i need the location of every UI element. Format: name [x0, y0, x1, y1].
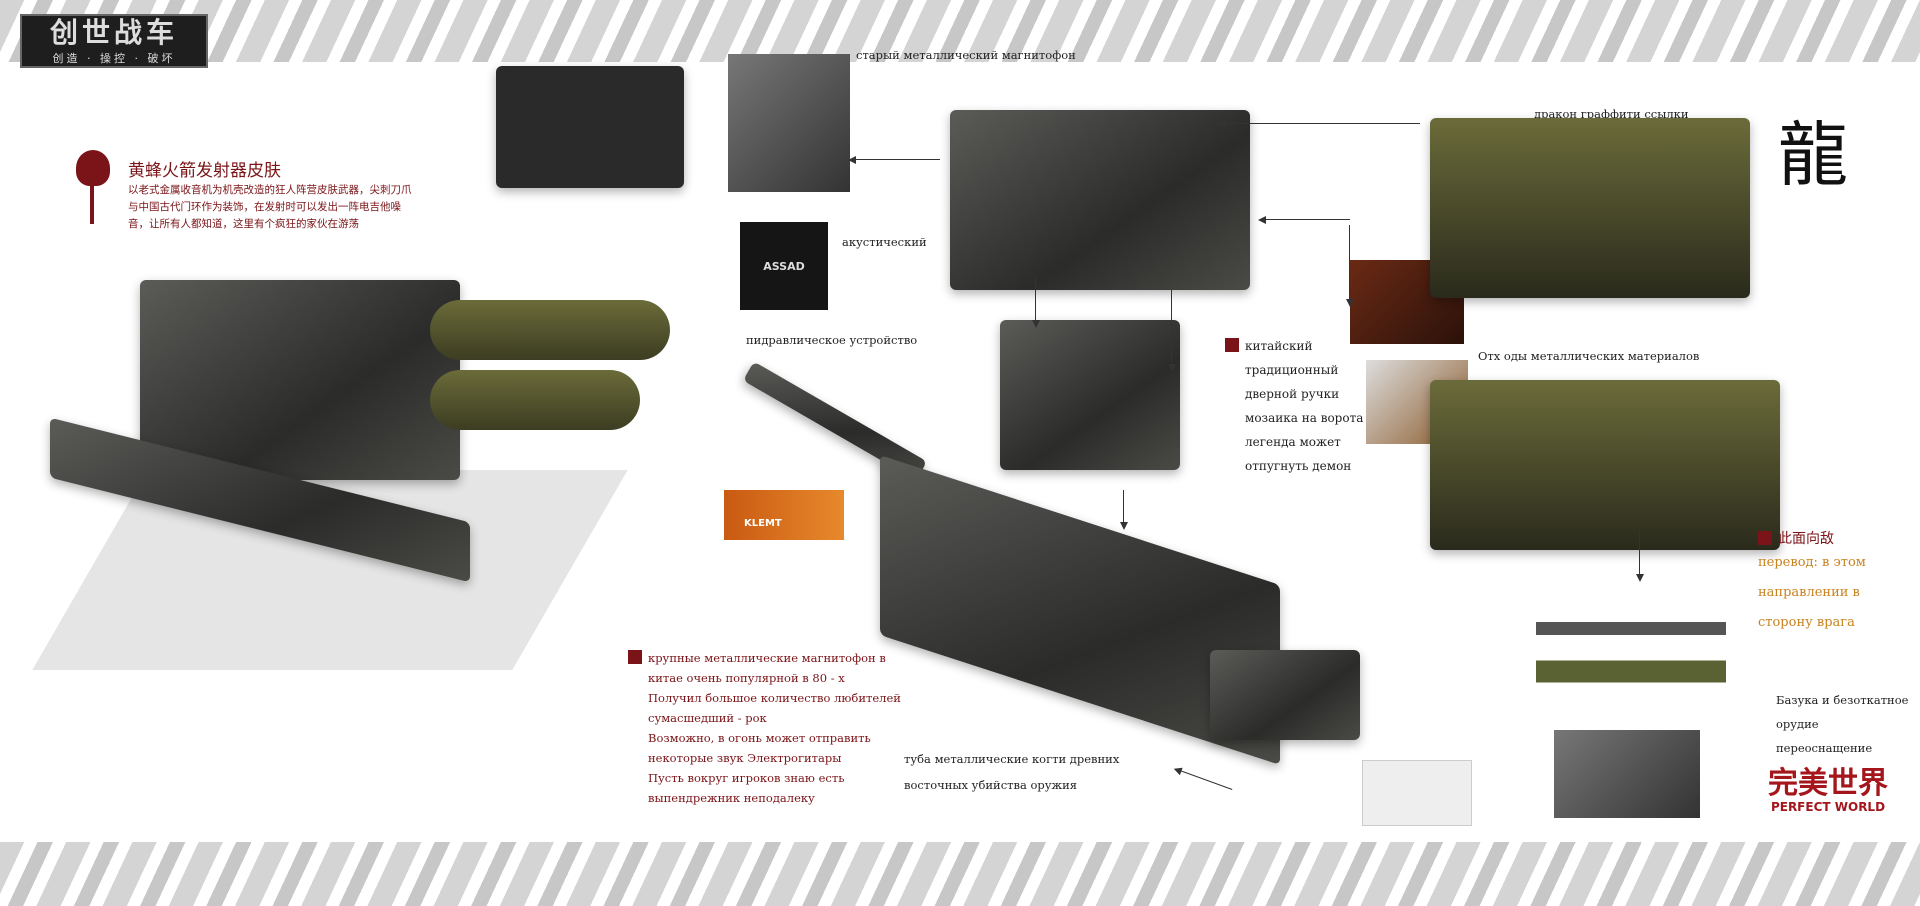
rocket-photo — [1554, 730, 1700, 818]
excavator-text: KLEMT — [744, 518, 782, 529]
bullet-icon — [1225, 338, 1239, 352]
arrow-icon — [1171, 290, 1172, 370]
bazooka-label: Базука и безоткатное орудие переоснащени… — [1776, 688, 1920, 760]
arrow-icon — [1260, 219, 1350, 220]
door-line: легенда может — [1245, 435, 1341, 449]
arrow-icon — [850, 159, 940, 160]
bullet-icon — [628, 650, 642, 664]
enemy-line: перевод: в этом — [1758, 555, 1866, 570]
claws-render — [1210, 650, 1360, 740]
skull-icon — [76, 150, 110, 224]
label-acoustic: акустический — [842, 235, 927, 249]
claws-label: туба металлические когти древних восточн… — [904, 746, 1119, 798]
note-line: сумасшедший - рок — [648, 711, 767, 725]
mount-render — [1000, 320, 1180, 470]
arrow-icon — [1035, 276, 1036, 326]
note-line: китае очень популярной в 80 - х — [648, 671, 845, 685]
photo-tape-recorder — [728, 54, 850, 192]
door-line: дверной ручки — [1245, 387, 1340, 401]
door-line: традиционный — [1245, 363, 1339, 377]
arrow-icon — [1220, 123, 1420, 124]
speaker-brand: ASSAD — [763, 259, 805, 273]
skin-description: 以老式金属收音机为机壳改造的狂人阵营皮肤武器，尖刺刀爪与中国古代门环作为装饰，在… — [128, 184, 412, 230]
launcher-back-render — [1430, 118, 1750, 298]
game-logo: 创世战车 创造 · 操控 · 破坏 — [20, 14, 208, 68]
speaker-photo: ASSAD — [740, 222, 828, 310]
tire-track-band-bottom — [0, 842, 1920, 906]
tire-track-band-top — [0, 0, 1920, 62]
bazooka-line: переоснащение — [1776, 741, 1873, 755]
arrow-icon — [1123, 490, 1124, 528]
boombox-render — [950, 110, 1250, 290]
label-scrap: Отх оды металлических материалов — [1478, 349, 1700, 363]
door-line: отпугнуть демон — [1245, 459, 1352, 473]
note-line: Пусть вокруг игроков знаю есть — [648, 771, 845, 785]
claws-line: туба металлические когти древних — [904, 752, 1120, 766]
launcher-front-render — [1430, 380, 1780, 550]
brand-cn: 完美世界 — [1768, 766, 1888, 801]
claws-line: восточных убийства оружия — [904, 778, 1078, 792]
main-weapon-render — [30, 220, 670, 700]
claw-blade-photo — [1362, 760, 1472, 826]
brand-en: PERFECT WORLD — [1770, 800, 1886, 814]
perfect-world-logo: 完美世界 PERFECT WORLD — [1768, 766, 1888, 815]
note-line: крупные металлические магнитофон в — [648, 651, 886, 665]
arrow-icon — [1349, 225, 1350, 305]
logo-subtitle: 创造 · 操控 · 破坏 — [52, 52, 176, 65]
enemy-line: направлении в — [1758, 585, 1860, 600]
dragon-graffiti-icon: 龍 — [1778, 114, 1848, 196]
bullet-icon — [1758, 531, 1772, 545]
door-line: китайский — [1245, 339, 1313, 353]
label-dragon: дракон граффити ссылки — [1534, 107, 1689, 121]
arrow-icon — [1175, 768, 1233, 790]
enemy-line: сторону врага — [1758, 615, 1855, 630]
note-line: Возможно, в огонь может отправить — [648, 731, 871, 745]
reference-thumb-3d — [496, 66, 684, 188]
arrow-icon — [1639, 530, 1640, 580]
door-line: мозаика на ворота — [1245, 411, 1364, 425]
label-tape: старый металлический магнитофон — [856, 48, 1076, 62]
logo-title: 创世战车 — [49, 16, 178, 49]
excavator-photo: KLEMT — [724, 490, 844, 540]
label-hydraulic: пидравлическое устройство — [746, 333, 918, 347]
bazooka-line: Базука и безоткатное орудие — [1776, 693, 1909, 731]
note-line: Получил большое количество любителей — [648, 691, 901, 705]
door-label: китайский традиционный дверной ручки моз… — [1225, 334, 1363, 478]
notes-block: крупные металлические магнитофон в китае… — [628, 648, 901, 808]
enemy-title: 此面向敌 — [1778, 531, 1834, 547]
skin-title: 黄蜂火箭发射器皮肤 — [128, 161, 281, 181]
note-line: выпендрежник неподалеку — [648, 791, 815, 805]
note-line: некоторые звук Электрогитары — [648, 751, 842, 765]
enemy-facing-note: 此面向敌 перевод: в этом направлении в сторо… — [1758, 528, 1866, 638]
bazooka-photo — [1536, 600, 1726, 710]
